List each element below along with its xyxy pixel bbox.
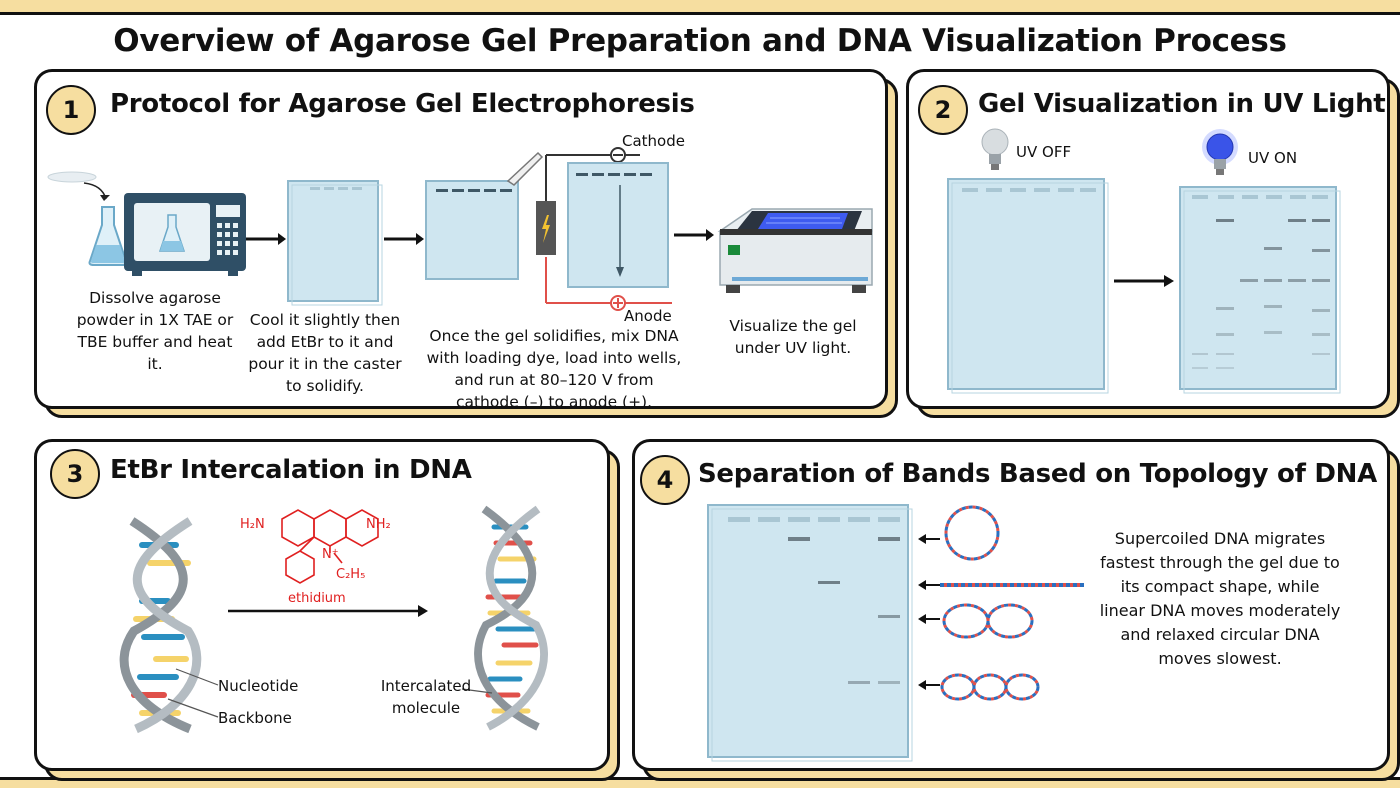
panel3-number-badge: 3 — [50, 449, 100, 499]
n-plus-label: N⁺ — [322, 547, 339, 562]
panel2-number-badge: 2 — [918, 85, 968, 135]
nh2-left-label: H₂N — [240, 517, 265, 532]
arrow-intercalation — [228, 605, 428, 617]
intercalated-pointer — [461, 688, 493, 694]
multimer-dna-icon — [940, 673, 1040, 701]
uv-on-label: UV ON — [1248, 149, 1298, 167]
arrow-supercoiled — [918, 534, 940, 544]
gel-caster-icon — [287, 180, 383, 306]
gel-loading-icon — [425, 151, 544, 280]
dna-helix-icon — [119, 517, 202, 734]
flask-icon — [88, 206, 128, 266]
agarose-powder-icon — [47, 171, 110, 201]
uv-off-label: UV OFF — [1016, 143, 1072, 161]
power-supply-icon — [536, 201, 556, 255]
nucleotide-label: Nucleotide — [218, 677, 299, 695]
running-gel-icon — [567, 162, 669, 288]
panel3-title: EtBr Intercalation in DNA — [110, 455, 472, 485]
panel4-title: Separation of Bands Based on Topology of… — [698, 459, 1377, 489]
arrow-linear — [918, 580, 940, 590]
arrow-relaxed-circular — [918, 614, 940, 624]
infographic-page: Overview of Agarose Gel Preparation and … — [0, 12, 1400, 781]
microwave-icon — [124, 193, 246, 276]
arrow-step3-to-step4 — [674, 229, 714, 241]
backbone-label: Backbone — [218, 709, 292, 727]
panel1-title: Protocol for Agarose Gel Electrophoresis — [110, 89, 695, 119]
bulb-on-icon — [1202, 129, 1238, 175]
cathode-label: Cathode — [622, 132, 685, 150]
anode-label: Anode — [624, 307, 672, 325]
anode-electrode-icon — [610, 295, 626, 311]
arrow-multimer — [918, 680, 940, 690]
arrow-step2-to-step3 — [384, 233, 424, 245]
linear-dna-icon — [940, 583, 1084, 587]
backbone-pointer — [167, 698, 219, 718]
ethyl-label: C₂H₅ — [336, 567, 366, 582]
panel1-number-badge: 1 — [46, 85, 96, 135]
ethidium-structure-icon — [281, 509, 379, 584]
ethidium-name: ethidium — [288, 591, 346, 606]
intercalated-label: Intercalated molecule — [380, 677, 472, 717]
topology-gel — [707, 504, 913, 762]
bulb-off-icon — [981, 128, 1009, 170]
relaxed-circular-dna-icon — [942, 603, 1034, 639]
panel2-title: Gel Visualization in UV Light — [978, 89, 1386, 119]
step4-caption: Visualize the gel under UV light. — [729, 317, 857, 357]
circular-dna-icon — [944, 505, 1000, 561]
nh2-right-label: NH₂ — [366, 517, 391, 532]
arrow-step1-to-step2 — [246, 233, 286, 245]
arrow-uv-off-to-on — [1114, 275, 1174, 287]
panel4-number-badge: 4 — [640, 455, 690, 505]
step2-caption: Cool it slightly then add EtBr to it and… — [248, 311, 402, 395]
nucleotide-pointer — [175, 668, 219, 686]
step3-caption: Once the gel solidifies, mix DNA with lo… — [426, 327, 682, 411]
dna-helix-intercalated-icon — [474, 505, 548, 731]
gel-uv-on — [1179, 186, 1341, 394]
step1-caption: Dissolve agarose powder in 1X TAE or TBE… — [76, 289, 234, 373]
uv-transilluminator-icon — [717, 208, 873, 293]
page-title: Overview of Agarose Gel Preparation and … — [113, 23, 1287, 59]
gel-uv-off — [947, 178, 1109, 394]
panel4-caption: Supercoiled DNA migrates fastest through… — [1099, 529, 1341, 668]
